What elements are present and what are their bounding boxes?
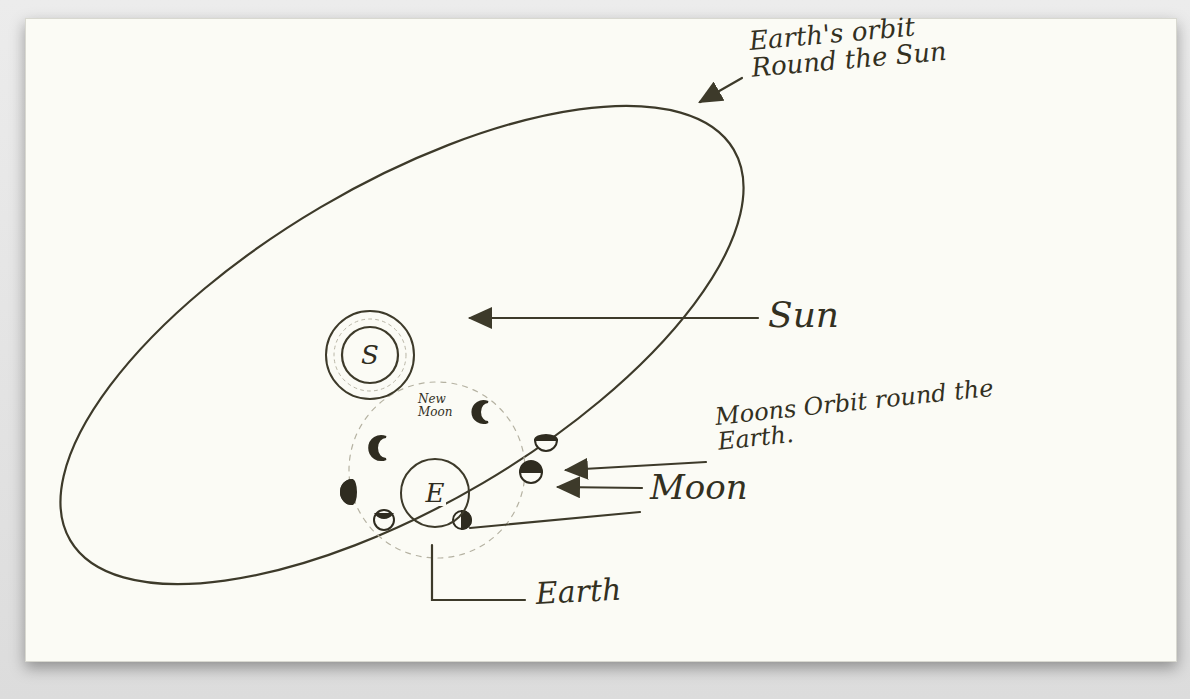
- earth-leader: [432, 545, 525, 600]
- sun-glow: [334, 319, 406, 391]
- node-text: S: [359, 342, 381, 368]
- earth-circle: E: [400, 458, 470, 528]
- sun-inner: [342, 327, 398, 383]
- moon-orbit-leader: [566, 462, 706, 470]
- moon-orbit-label: Moons Orbit round the Earth.: [714, 371, 1047, 456]
- node-text: E: [424, 480, 447, 506]
- earth-orbit: [0, 12, 815, 679]
- moon-leader-2: [470, 512, 640, 528]
- moon-leader: [558, 487, 642, 488]
- orbit-label: Earth's orbit Round the Sun: [748, 6, 1002, 82]
- orbit-leader: [700, 78, 742, 102]
- sun-circle: S: [325, 310, 415, 400]
- moon-phases: [341, 401, 557, 530]
- moon-label: Moon: [650, 470, 790, 506]
- sun-leader: [470, 317, 758, 319]
- moon-orbit: [349, 382, 525, 558]
- new-moon-label: New Moon: [418, 393, 458, 418]
- sun-label: Sun: [768, 296, 888, 334]
- card-ground: [25, 18, 1177, 662]
- earth-label: Earth: [535, 571, 676, 610]
